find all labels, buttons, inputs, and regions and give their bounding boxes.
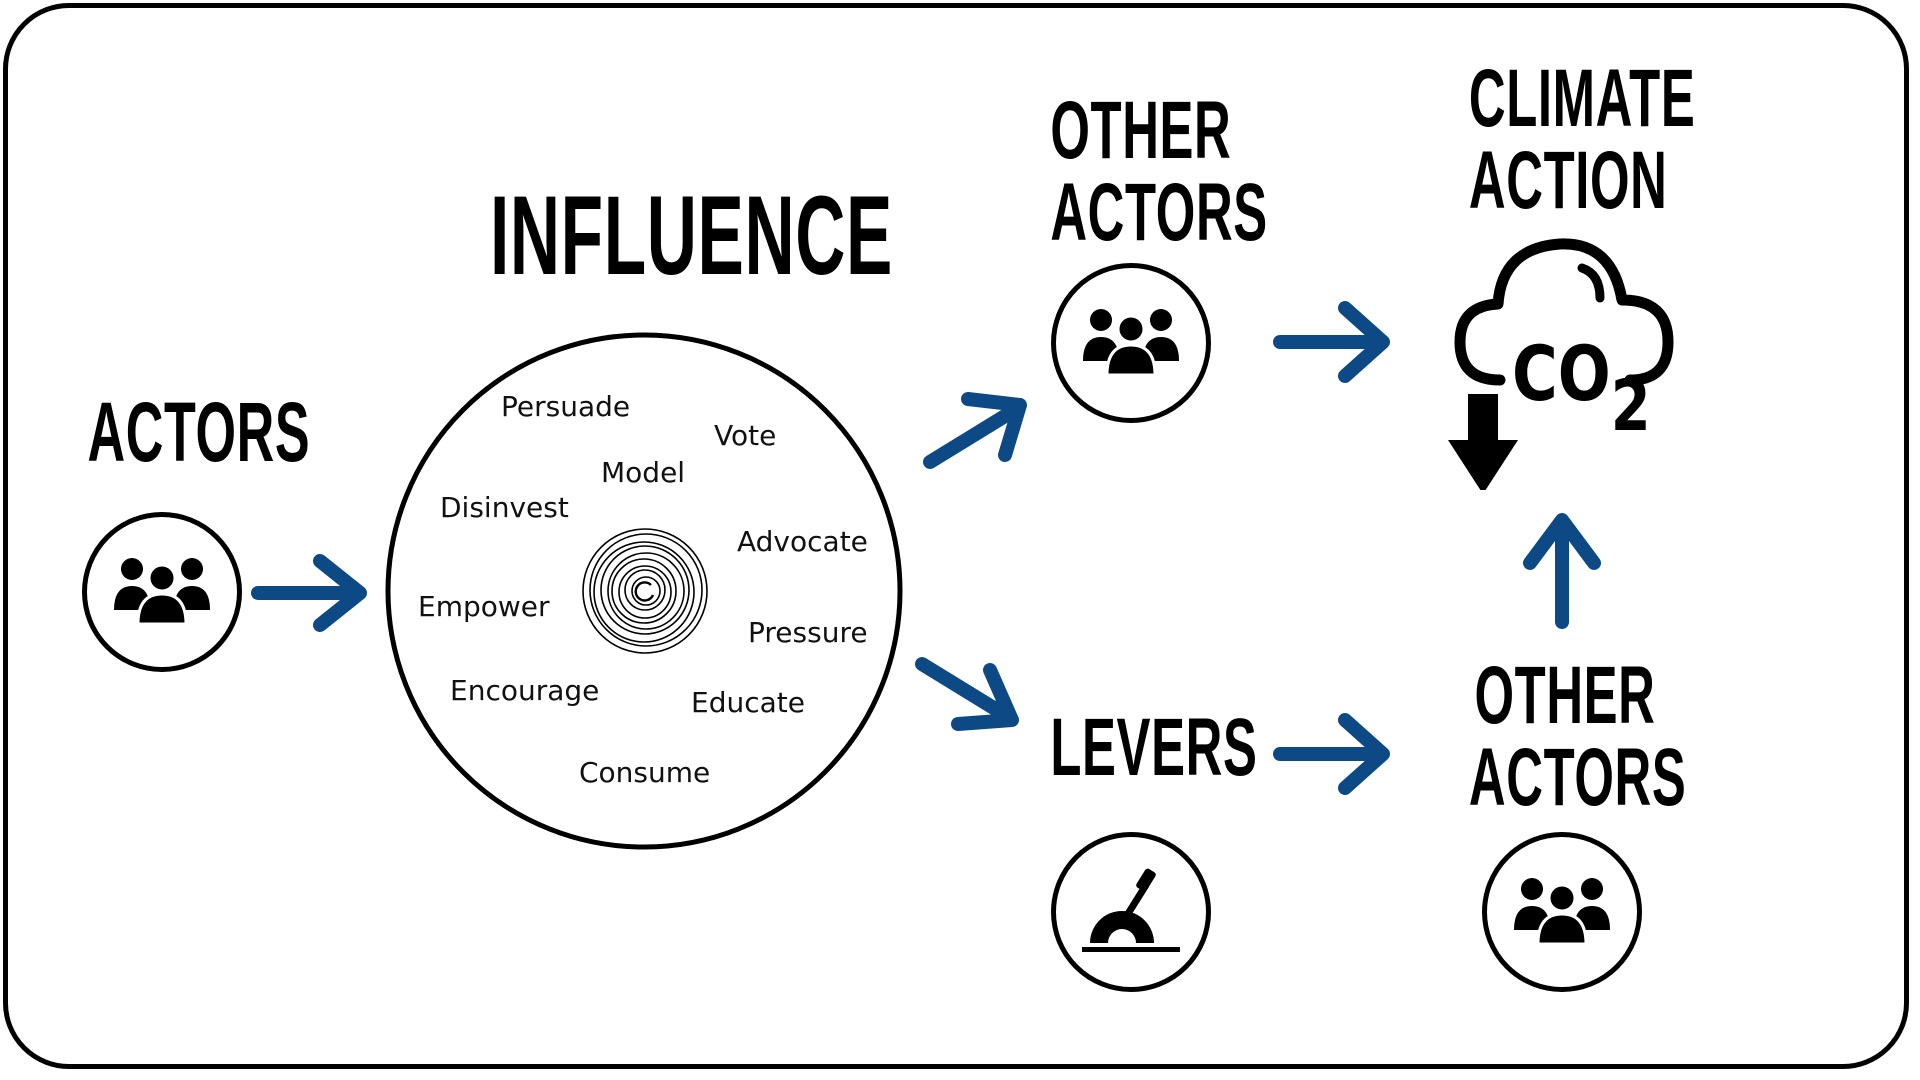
actors-icon-circle bbox=[82, 512, 242, 672]
influence-word-consume: Consume bbox=[579, 756, 711, 789]
influence-word-model: Model bbox=[601, 456, 686, 489]
people-group-icon bbox=[114, 558, 210, 626]
influence-word-pressure: Pressure bbox=[748, 616, 868, 649]
spiral-icon bbox=[582, 528, 708, 654]
levers-heading: LEVERS bbox=[1050, 702, 1258, 793]
influence-heading: INFLUENCE bbox=[490, 173, 893, 298]
co2-label: CO2 bbox=[1512, 336, 1651, 442]
climate-action-heading-line1: CLIMATE bbox=[1468, 53, 1696, 144]
influence-word-encourage: Encourage bbox=[450, 674, 600, 707]
other-actors-top-heading-line2: ACTORS bbox=[1050, 167, 1268, 258]
levers-icon-circle bbox=[1051, 832, 1211, 992]
climate-action-heading-line2: ACTION bbox=[1468, 135, 1668, 226]
other-actors-bottom-icon-circle bbox=[1482, 832, 1642, 992]
lever-icon bbox=[1082, 868, 1180, 952]
other-actors-bottom-heading-line1: OTHER bbox=[1474, 650, 1656, 741]
down-arrow-icon bbox=[1468, 394, 1498, 442]
other-actors-top-icon-circle bbox=[1051, 263, 1211, 423]
people-group-icon bbox=[1083, 309, 1179, 377]
influence-word-advocate: Advocate bbox=[737, 525, 868, 558]
actors-heading: ACTORS bbox=[87, 385, 311, 479]
co2-text: CO bbox=[1512, 329, 1611, 418]
co2-subscript: 2 bbox=[1610, 365, 1651, 447]
influence-word-persuade: Persuade bbox=[501, 390, 631, 423]
influence-word-empower: Empower bbox=[418, 590, 550, 623]
influence-word-vote: Vote bbox=[714, 419, 777, 452]
other-actors-bottom-heading-line2: ACTORS bbox=[1468, 732, 1687, 823]
influence-circle bbox=[385, 332, 903, 850]
other-actors-top-heading-line1: OTHER bbox=[1050, 85, 1232, 176]
influence-word-disinvest: Disinvest bbox=[440, 491, 569, 524]
co2-cloud-icon bbox=[1448, 238, 1674, 490]
people-group-icon bbox=[1514, 878, 1610, 946]
influence-word-educate: Educate bbox=[691, 686, 805, 719]
